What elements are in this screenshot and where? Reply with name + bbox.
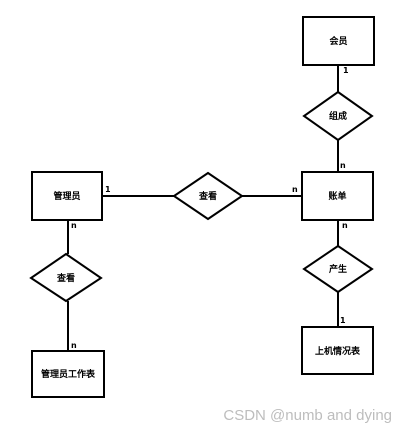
entity-admin-sheet: 管理员工作表 [31,350,105,398]
cardinality-bill-compose: n [340,161,346,170]
entity-member-label: 会员 [329,35,347,47]
cardinality-usage: 1 [340,316,346,325]
entity-member: 会员 [302,16,375,66]
entity-admin: 管理员 [31,171,103,221]
relation-produce-label: 产生 [329,263,347,275]
entity-admin-sheet-label: 管理员工作表 [41,368,96,380]
entity-bill: 账单 [301,171,374,221]
relation-view-left-label: 查看 [56,272,75,284]
cardinality-admin-down: n [71,221,77,230]
entity-admin-label: 管理员 [53,190,80,202]
relation-produce: 产生 [302,244,374,294]
entity-usage: 上机情况表 [301,326,374,375]
watermark: CSDN @numb and dying [223,407,392,424]
relation-compose-label: 组成 [329,110,347,122]
cardinality-bill-produce: n [342,221,348,230]
cardinality-admin-view: 1 [105,185,111,194]
cardinality-member: 1 [343,66,349,75]
relation-view-left: 查看 [29,252,103,303]
entity-usage-label: 上机情况表 [315,345,361,357]
cardinality-admin-sheet: n [71,341,77,350]
relation-view-top: 查看 [172,171,244,221]
relation-compose: 组成 [302,90,374,142]
cardinality-bill-view: n [292,185,298,194]
relation-view-top-label: 查看 [198,190,217,202]
entity-bill-label: 账单 [328,190,346,202]
